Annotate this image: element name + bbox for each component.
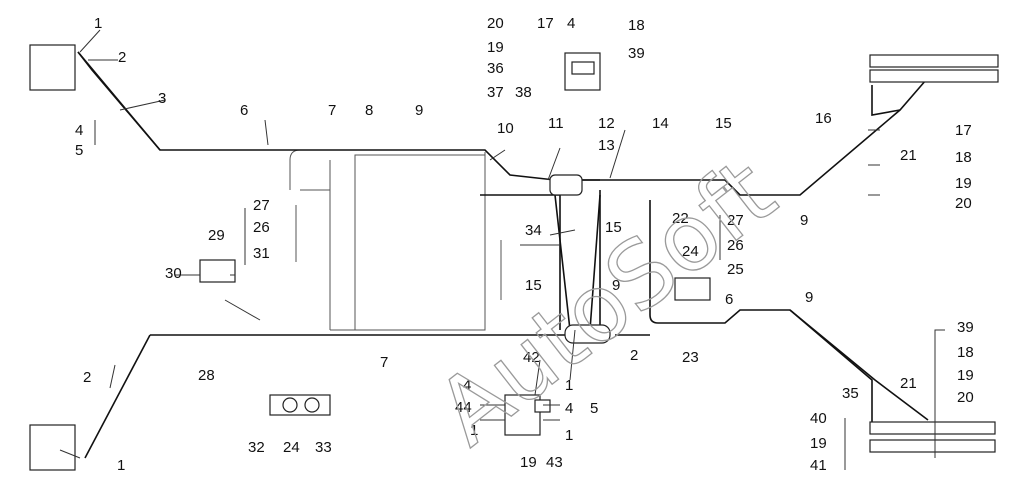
callout-21: 21: [900, 147, 917, 164]
callout-1-lower: 1: [470, 422, 478, 439]
chassis-frame: [289, 149, 502, 331]
clamp-bolt-right: [304, 397, 320, 413]
callout-19-right: 19: [955, 175, 972, 192]
callout-22: 22: [672, 210, 689, 227]
callout-15: 15: [715, 115, 732, 132]
callout-15-lower: 15: [525, 277, 542, 294]
front-right-axle-bottom: [869, 439, 996, 453]
callout-16: 16: [815, 110, 832, 127]
callout-34: 34: [525, 222, 542, 239]
callout-4-right: 4: [565, 400, 573, 417]
callout-14: 14: [652, 115, 669, 132]
callout-19-top: 19: [487, 39, 504, 56]
callout-4-top: 4: [567, 15, 575, 32]
callout-40: 40: [810, 410, 827, 427]
callout-39-top: 39: [628, 45, 645, 62]
callout-41: 41: [810, 457, 827, 474]
regulator-head: [571, 61, 595, 75]
callout-36: 36: [487, 60, 504, 77]
tee-connector-upper: [549, 174, 583, 196]
callout-7-lower: 7: [380, 354, 388, 371]
callout-18-right: 18: [955, 149, 972, 166]
callout-42: 42: [523, 349, 540, 366]
callout-23: 23: [682, 349, 699, 366]
callout-5: 5: [75, 142, 83, 159]
callout-10: 10: [497, 120, 514, 137]
callout-6: 6: [240, 102, 248, 119]
callout-30: 30: [165, 265, 182, 282]
callout-26-left: 26: [253, 219, 270, 236]
callout-35: 35: [842, 385, 859, 402]
clamp-24-25: [674, 277, 711, 301]
callout-8: 8: [365, 102, 373, 119]
watermark: AutoSoft: [417, 138, 794, 466]
callout-31: 31: [253, 245, 270, 262]
callout-labels: 1 2 3 4 5 6 7 8 9 10 11 12 13 14 15 16 2…: [75, 15, 974, 474]
rear-right-axle-top: [869, 54, 999, 68]
callout-1-bottom-left: 1: [117, 457, 125, 474]
callout-4-lower: 4: [463, 377, 471, 394]
callout-29: 29: [208, 227, 225, 244]
callout-6-right: 6: [725, 291, 733, 308]
callout-17-right: 17: [955, 122, 972, 139]
brake-lines: [77, 51, 929, 459]
callout-18-lower: 18: [957, 344, 974, 361]
callout-9-right: 9: [800, 212, 808, 229]
callout-25: 25: [727, 261, 744, 278]
callout-2-center: 2: [630, 347, 638, 364]
callout-9-center: 9: [612, 277, 620, 294]
callout-28: 28: [198, 367, 215, 384]
callout-1: 1: [94, 15, 102, 32]
callout-21-lower: 21: [900, 375, 917, 392]
callout-43: 43: [546, 454, 563, 471]
callout-20-right: 20: [955, 195, 972, 212]
callout-39-right: 39: [957, 319, 974, 336]
callout-1-right: 1: [565, 377, 573, 394]
callout-3: 3: [158, 90, 166, 107]
front-left-brake-chamber: [29, 424, 76, 471]
callout-26-right: 26: [727, 237, 744, 254]
callout-38: 38: [515, 84, 532, 101]
front-right-axle-top: [869, 421, 996, 435]
master-cylinder-fitting: [534, 399, 551, 413]
callout-24-right: 24: [682, 243, 699, 260]
callout-27-right: 27: [727, 212, 744, 229]
callout-32: 32: [248, 439, 265, 456]
callout-17-top: 17: [537, 15, 554, 32]
callout-44: 44: [455, 399, 472, 416]
clamp-32-33: [269, 394, 331, 416]
callout-19-bottom: 19: [520, 454, 537, 471]
callout-12: 12: [598, 115, 615, 132]
callout-7: 7: [328, 102, 336, 119]
callout-5-right: 5: [590, 400, 598, 417]
callout-15-center: 15: [605, 219, 622, 236]
callout-18-top: 18: [628, 17, 645, 34]
callout-24-lower: 24: [283, 439, 300, 456]
callout-20-top: 20: [487, 15, 504, 32]
brake-valve-lower: [564, 324, 611, 344]
callout-33: 33: [315, 439, 332, 456]
callout-19-bottom-right: 19: [810, 435, 827, 452]
rear-left-brake-chamber: [29, 44, 76, 91]
callout-19-lower: 19: [957, 367, 974, 384]
callout-13: 13: [598, 137, 615, 154]
callout-4: 4: [75, 122, 83, 139]
clamp-bolt-left: [282, 397, 298, 413]
callout-2: 2: [118, 49, 126, 66]
callout-2-left: 2: [83, 369, 91, 386]
clamp-29-30: [199, 259, 236, 283]
callout-37: 37: [487, 84, 504, 101]
callout-20-lower: 20: [957, 389, 974, 406]
callout-9-lower: 9: [805, 289, 813, 306]
callout-9: 9: [415, 102, 423, 119]
brake-master-cylinder: [504, 394, 541, 436]
rear-right-axle-bottom: [869, 69, 999, 83]
callout-27-left: 27: [253, 197, 270, 214]
callout-11: 11: [548, 115, 564, 132]
callout-1-bottom: 1: [565, 427, 573, 444]
